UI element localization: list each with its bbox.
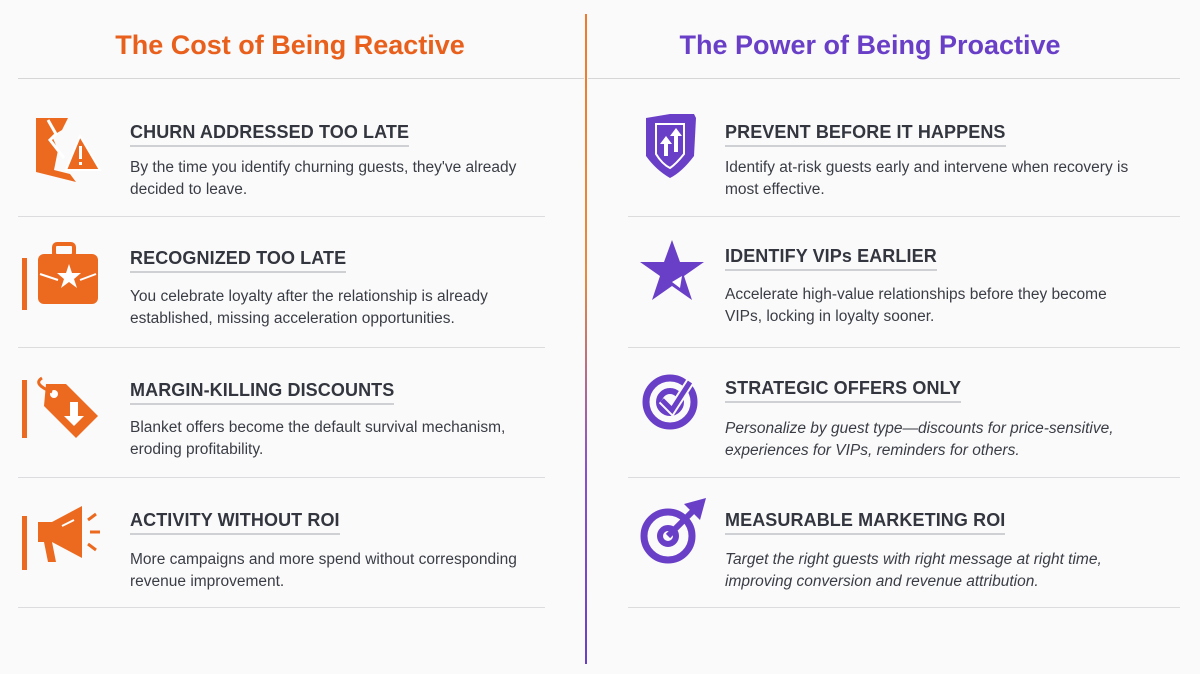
reactive-item-discounts: MARGIN-KILLING DISCOUNTS Blanket offers … — [22, 370, 562, 500]
price-tag-down-icon — [22, 376, 98, 438]
target-check-icon — [642, 374, 698, 430]
item-heading: MEASURABLE MARKETING ROI — [725, 510, 1006, 535]
shield-arrows-icon — [646, 114, 696, 178]
header-divider-left — [18, 78, 584, 79]
target-arrow-icon — [640, 498, 706, 564]
item-description: Personalize by guest type—discounts for … — [725, 420, 1114, 459]
briefcase-star-icon — [22, 242, 98, 310]
item-description: More campaigns and more spend without co… — [130, 551, 517, 590]
item-heading: ACTIVITY WITHOUT ROI — [130, 510, 340, 535]
divider — [628, 216, 1180, 217]
proactive-item-roi: MEASURABLE MARKETING ROI Target the righ… — [640, 498, 1180, 628]
divider — [18, 216, 545, 217]
item-heading: MARGIN-KILLING DISCOUNTS — [130, 380, 395, 405]
divider — [628, 477, 1180, 478]
item-description: Accelerate high-value relationships befo… — [725, 286, 1107, 325]
divider — [18, 477, 545, 478]
proactive-item-prevent: PREVENT BEFORE IT HAPPENS Identify at-ri… — [640, 112, 1180, 242]
item-heading: PREVENT BEFORE IT HAPPENS — [725, 122, 1006, 147]
star-icon — [640, 240, 704, 300]
item-heading: STRATEGIC OFFERS ONLY — [725, 378, 962, 403]
item-heading: IDENTIFY VIPs EARLIER — [725, 246, 937, 271]
divider — [628, 607, 1180, 608]
item-description: Target the right guests with right messa… — [725, 551, 1102, 590]
broken-alert-icon — [36, 118, 102, 182]
item-heading: RECOGNIZED TOO LATE — [130, 248, 347, 273]
proactive-item-vip: IDENTIFY VIPs EARLIER Accelerate high-va… — [640, 238, 1180, 368]
reactive-item-recognized: RECOGNIZED TOO LATE You celebrate loyalt… — [22, 240, 562, 370]
item-description: Blanket offers become the default surviv… — [130, 419, 506, 458]
item-heading: CHURN ADDRESSED TOO LATE — [130, 122, 410, 147]
item-description: By the time you identify churning guests… — [130, 159, 517, 198]
reactive-title: The Cost of Being Reactive — [115, 30, 465, 60]
proactive-item-offers: STRATEGIC OFFERS ONLY Personalize by gue… — [642, 372, 1182, 502]
item-description: You celebrate loyalty after the relation… — [130, 288, 488, 327]
divider — [18, 347, 545, 348]
reactive-item-roi: ACTIVITY WITHOUT ROI More campaigns and … — [22, 498, 562, 628]
header-divider-right — [588, 78, 1180, 79]
divider — [628, 347, 1180, 348]
center-divider — [585, 14, 587, 664]
reactive-item-churn: CHURN ADDRESSED TOO LATE By the time you… — [22, 110, 562, 240]
divider — [18, 607, 545, 608]
proactive-title: The Power of Being Proactive — [679, 30, 1061, 60]
megaphone-icon — [22, 506, 100, 570]
item-description: Identify at-risk guests early and interv… — [725, 159, 1129, 198]
